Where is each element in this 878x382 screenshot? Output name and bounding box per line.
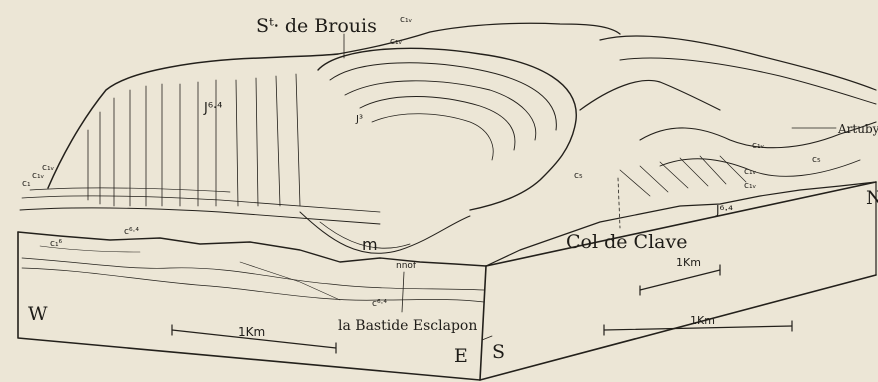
north-label: N	[866, 187, 878, 209]
formation-c-bottom: c⁶·⁴	[372, 299, 387, 309]
west-label: W	[28, 303, 48, 325]
formation-c-right-2: c₁ᵥ	[744, 181, 757, 191]
summit-label: Sᵗ⸱ de Brouis	[256, 15, 377, 37]
formation-j-right: J⁶·⁴	[715, 203, 733, 217]
block-outline	[18, 182, 876, 380]
formation-j-main: J⁶·⁴	[203, 101, 222, 116]
river-label: Artuby	[837, 122, 878, 136]
scale-bar-top	[640, 265, 720, 295]
formation-c-front-2: c⁶·⁴	[124, 227, 139, 237]
formation-c-top-2: c₁ᵥ	[390, 37, 403, 47]
formation-nnof: nnof	[396, 261, 417, 271]
pass-label: Col de Clave	[566, 231, 687, 253]
formation-c-right-3: c₁ᵥ	[744, 167, 757, 177]
scale-label-right: 1Km	[690, 314, 715, 327]
east-label: E	[454, 345, 468, 367]
scale-label-front: 1Km	[238, 325, 265, 339]
formation-marl: m	[362, 235, 378, 254]
formation-c-left-1: c₁	[22, 179, 31, 189]
formation-c-right-4: c₁ᵥ	[752, 141, 765, 151]
formation-c-mid: c₅	[574, 171, 583, 181]
formation-c-top-1: c₁ᵥ	[400, 15, 413, 25]
formation-c-front-1: c₁⁶	[50, 239, 63, 249]
formation-c-left-3: c₁ᵥ	[42, 163, 55, 173]
formation-c-right-1: c₅	[812, 155, 821, 165]
scale-label-top: 1Km	[676, 256, 701, 269]
formation-j-small: J³	[355, 114, 363, 125]
south-label: S	[492, 341, 505, 363]
village-label: la Bastide Esclapon	[338, 318, 477, 334]
